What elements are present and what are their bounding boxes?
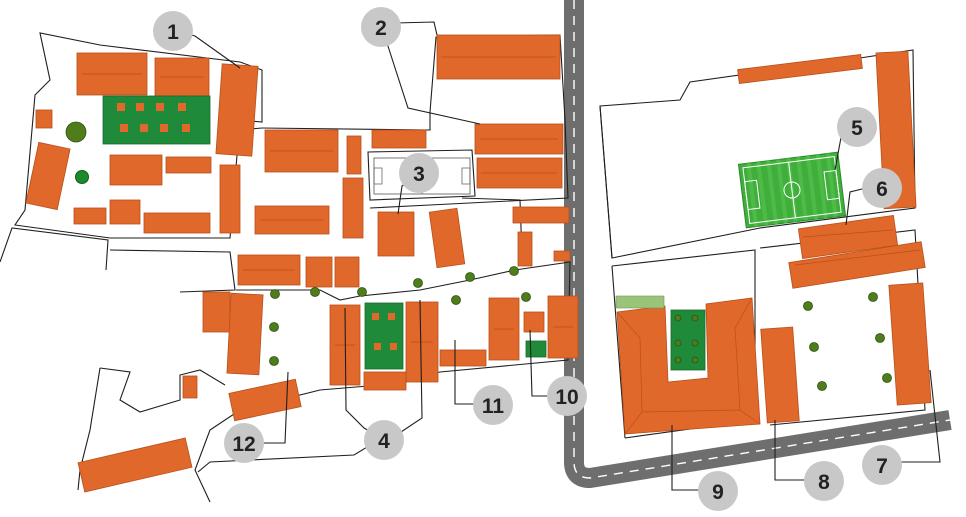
- road: [564, 0, 952, 489]
- marker-label: 10: [555, 386, 578, 409]
- marker-label: 5: [851, 117, 863, 140]
- building-9: [616, 297, 761, 435]
- building: [215, 63, 259, 157]
- trees: [65, 121, 892, 391]
- marker-label: 6: [876, 178, 888, 201]
- building: [143, 212, 211, 234]
- marker-2[interactable]: 2: [361, 7, 401, 47]
- building: [182, 375, 198, 399]
- building: [517, 231, 533, 267]
- building: [305, 256, 333, 288]
- building: [377, 211, 415, 257]
- marker-label: 7: [876, 455, 888, 478]
- building: [109, 154, 163, 186]
- hedge: [615, 295, 665, 309]
- building: [109, 199, 141, 225]
- building: [334, 256, 360, 288]
- marker-label: 11: [482, 395, 505, 418]
- marker-label: 9: [712, 481, 724, 504]
- building: [737, 54, 863, 84]
- boundary-walls: [0, 32, 926, 503]
- building: [25, 141, 71, 211]
- marker-label: 3: [413, 163, 425, 186]
- marker-3[interactable]: 3: [399, 153, 439, 193]
- marker-label: 4: [378, 430, 390, 453]
- building: [35, 109, 53, 129]
- courtyard-garden: [364, 302, 404, 370]
- building: [363, 371, 407, 391]
- marker-9[interactable]: 9: [698, 471, 738, 511]
- building: [512, 206, 570, 224]
- marker-label: 8: [818, 471, 830, 494]
- building: [760, 326, 800, 424]
- marker-label: 2: [375, 17, 387, 40]
- building: [219, 164, 241, 234]
- marker-6[interactable]: 6: [862, 168, 902, 208]
- marker-7[interactable]: 7: [862, 445, 902, 485]
- building: [226, 292, 264, 376]
- building: [342, 177, 364, 239]
- marker-12[interactable]: 12: [224, 423, 264, 463]
- marker-label: 12: [232, 433, 255, 456]
- marker-label: 1: [167, 21, 179, 44]
- marker-10[interactable]: 10: [547, 376, 587, 416]
- marker-1[interactable]: 1: [153, 11, 193, 51]
- building: [228, 378, 302, 422]
- building: [439, 349, 487, 367]
- marker-11[interactable]: 11: [473, 385, 513, 425]
- building: [523, 311, 545, 333]
- building: [371, 129, 427, 149]
- garden-beds: [117, 103, 397, 350]
- building: [73, 207, 107, 225]
- building: [165, 156, 212, 174]
- marker-8[interactable]: 8: [804, 461, 844, 501]
- building: [202, 291, 231, 333]
- building: [346, 135, 362, 175]
- marker-5[interactable]: 5: [837, 107, 877, 147]
- garden-patch: [525, 340, 547, 358]
- football-pitch: [737, 151, 847, 229]
- building: [77, 437, 193, 493]
- marker-4[interactable]: 4: [364, 420, 404, 460]
- building: [428, 207, 466, 269]
- building: [553, 250, 571, 262]
- building: [888, 282, 932, 406]
